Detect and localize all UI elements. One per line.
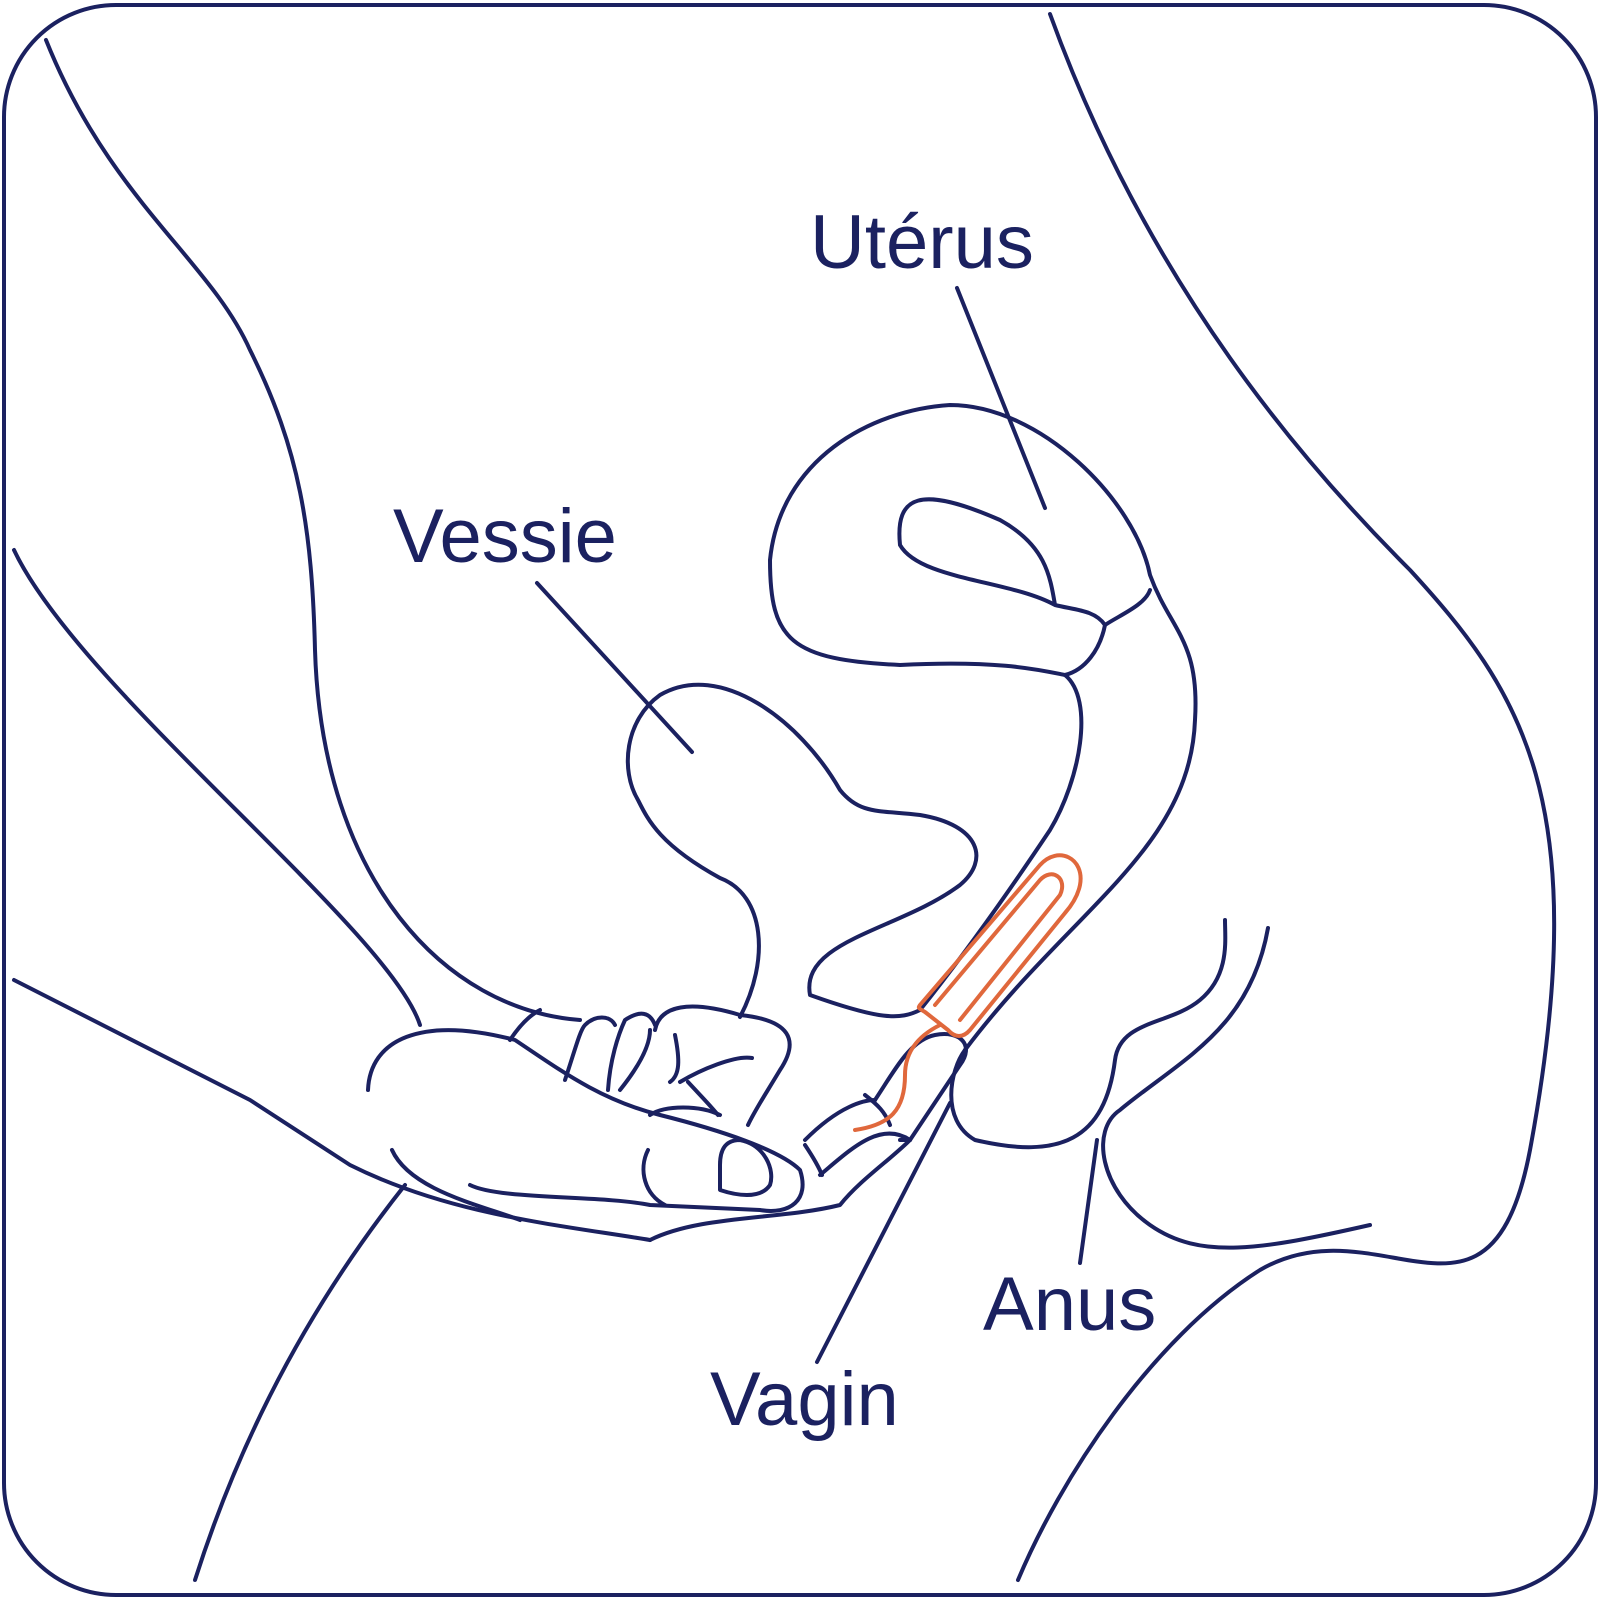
cervix: [1063, 623, 1107, 677]
diagram-frame: [2, 3, 1598, 1597]
vagina-leader: [815, 1101, 952, 1364]
body-outline: [12, 12, 1557, 1582]
uterus-leader: [955, 286, 1047, 510]
rectum-outline: [949, 918, 1228, 1150]
bladder-label: Vessie: [393, 494, 617, 579]
tampon-icon: [853, 853, 1083, 1132]
anus-leader: [1078, 1138, 1099, 1265]
leader-lines: [535, 286, 1099, 1364]
hand: [366, 1004, 968, 1242]
uterus-outline: [768, 403, 1198, 1052]
uterus-label: Utérus: [810, 200, 1034, 285]
bladder-outline: [625, 682, 979, 1019]
vagina-label: Vagin: [710, 1357, 899, 1442]
anal-sphincter: [1101, 926, 1372, 1250]
uterine-cavity: [897, 497, 1152, 627]
anus-label: Anus: [983, 1262, 1156, 1347]
bladder-leader: [535, 581, 694, 754]
